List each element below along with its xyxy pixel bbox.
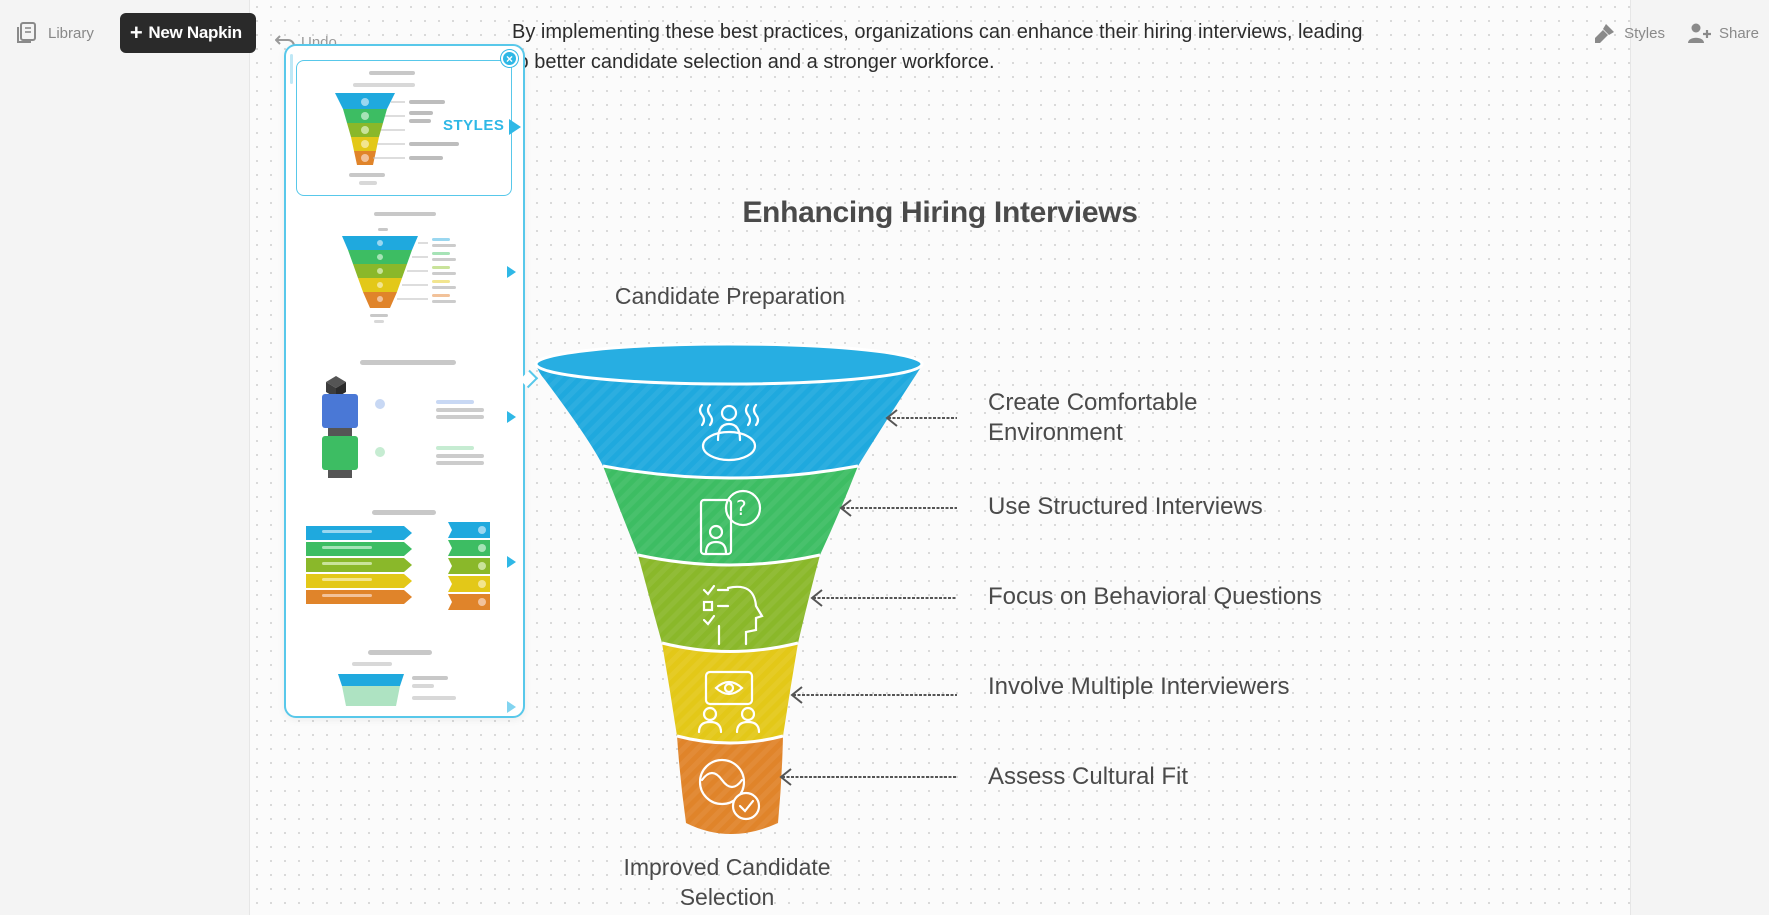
- funnel-top-label[interactable]: Candidate Preparation: [614, 283, 846, 309]
- arrow-stage-1: [885, 409, 957, 427]
- funnel-striped-preview: [342, 212, 456, 323]
- arrow-stage-4: [790, 686, 957, 704]
- comfort-person-icon: [698, 403, 760, 462]
- new-napkin-label: New Napkin: [148, 23, 242, 42]
- library-icon: [17, 22, 36, 43]
- style-thumbnail-funnel-partial[interactable]: [296, 650, 512, 714]
- funnel-stage-3[interactable]: [637, 553, 821, 652]
- library-label: Library: [48, 24, 94, 42]
- funnel-bottom-label[interactable]: Improved Candidate Selection: [623, 854, 831, 910]
- styles-panel: [284, 44, 525, 718]
- panel-scrollbar[interactable]: [290, 54, 293, 84]
- thumb-arrow-icon[interactable]: [507, 266, 516, 278]
- new-napkin-button[interactable]: + New Napkin: [119, 13, 256, 53]
- funnel-partial-preview: [338, 650, 456, 706]
- arrow-stage-2: [839, 499, 957, 517]
- style-thumbnail-arrow-bars[interactable]: [296, 510, 512, 628]
- culture-check-icon: [698, 758, 761, 821]
- top-left-toolbar: Library + New Napkin: [14, 13, 256, 53]
- style-thumbnail-funnel-striped[interactable]: [296, 208, 512, 332]
- share-button[interactable]: Share: [1687, 22, 1759, 44]
- close-panel-button[interactable]: ×: [501, 50, 518, 67]
- funnel-stage-1[interactable]: [534, 342, 924, 478]
- styles-panel-label[interactable]: STYLES: [443, 117, 505, 134]
- diagram-title[interactable]: Enhancing Hiring Interviews: [742, 196, 1138, 229]
- styles-label: Styles: [1624, 24, 1665, 42]
- style-thumbnail-stacked-blocks[interactable]: [296, 360, 512, 486]
- svg-text:?: ?: [736, 496, 747, 520]
- arrow-bars-preview: [306, 510, 490, 610]
- interviewers-eye-icon: [697, 670, 761, 734]
- stage-label-2[interactable]: Use Structured Interviews: [988, 493, 1263, 520]
- top-right-toolbar: Styles Share: [1594, 22, 1759, 44]
- stage-label-5[interactable]: Assess Cultural Fit: [988, 763, 1189, 790]
- stacked-blocks-preview: [322, 360, 484, 478]
- arrow-stage-3: [810, 589, 957, 607]
- styles-play-icon[interactable]: [509, 119, 521, 135]
- checklist-head-icon: [702, 584, 764, 646]
- stage-label-1[interactable]: Create Comfortable Environment: [988, 389, 1198, 446]
- share-label: Share: [1718, 24, 1759, 42]
- close-icon: ×: [505, 51, 513, 66]
- question-document-icon: ?: [699, 489, 762, 556]
- thumb-arrow-icon[interactable]: [507, 701, 516, 713]
- library-button[interactable]: Library: [14, 13, 94, 53]
- style-thumbnail-funnel-dots[interactable]: [296, 60, 512, 196]
- arrow-stage-5: [779, 768, 957, 786]
- add-person-icon: [1687, 23, 1711, 43]
- thumb-arrow-icon[interactable]: [507, 556, 516, 568]
- funnel-stage-5[interactable]: [676, 734, 784, 834]
- plus-icon: +: [129, 20, 143, 45]
- thumb-arrow-icon[interactable]: [507, 411, 516, 423]
- stage-label-4[interactable]: Involve Multiple Interviewers: [988, 673, 1290, 700]
- paintbrush-icon: [1595, 24, 1615, 43]
- styles-button[interactable]: Styles: [1594, 22, 1665, 44]
- funnel-dots-preview: [335, 71, 459, 185]
- document-paragraph[interactable]: By implementing these best practices, or…: [512, 21, 1363, 73]
- stage-label-3[interactable]: Focus on Behavioral Questions: [988, 583, 1322, 610]
